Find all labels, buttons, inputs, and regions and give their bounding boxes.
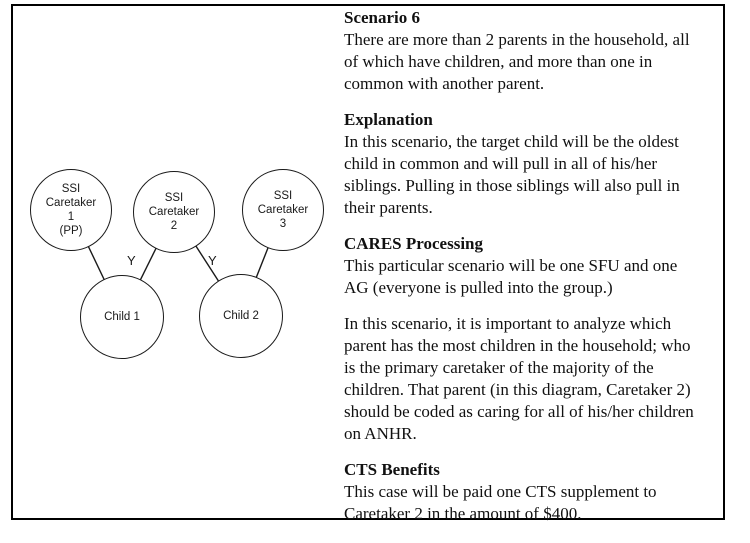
section-paragraph: In this scenario, it is important to ana… — [344, 314, 694, 443]
section-scenario-6: Scenario 6 There are more than 2 parents… — [344, 7, 728, 95]
node-child-1: Child 1 — [80, 275, 164, 359]
section-paragraph: There are more than 2 parents in the hou… — [344, 30, 690, 93]
node-ssi-caretaker-2: SSI Caretaker 2 — [133, 171, 215, 253]
node-label-line: 2 — [170, 220, 178, 232]
node-child-2: Child 2 — [199, 274, 283, 358]
section-paragraph: This case will be paid one CTS supplemen… — [344, 482, 657, 523]
node-label-line: SSI — [273, 190, 293, 202]
node-ssi-caretaker-3: SSI Caretaker 3 — [242, 169, 324, 251]
node-label-line: Child 2 — [223, 310, 259, 322]
section-paragraph: In this scenario, the target child will … — [344, 132, 680, 217]
section-cts-benefits: CTS Benefits This case will be paid one … — [344, 459, 728, 525]
node-label-line: 3 — [279, 218, 287, 230]
page-border — [11, 4, 725, 520]
node-label-line: Child 1 — [104, 311, 140, 323]
node-label-line: (PP) — [59, 225, 83, 237]
node-label-line: Caretaker — [45, 197, 97, 209]
node-label-line: Caretaker — [257, 204, 309, 216]
node-label-line: SSI — [164, 192, 184, 204]
node-ssi-caretaker-1: SSI Caretaker 1 (PP) — [30, 169, 112, 251]
section-heading: Scenario 6 — [344, 8, 421, 27]
section-heading: Explanation — [344, 110, 433, 129]
section-heading: CTS Benefits — [344, 460, 440, 479]
text-panel: Scenario 6 There are more than 2 parents… — [344, 7, 728, 525]
section-explanation: Explanation In this scenario, the target… — [344, 109, 728, 219]
edge-label-y-1: Y — [127, 253, 136, 268]
node-label-line: SSI — [61, 183, 81, 195]
node-label-line: 1 — [67, 211, 75, 223]
node-label-line: Caretaker — [148, 206, 200, 218]
section-heading: CARES Processing — [344, 234, 483, 253]
section-paragraph: This particular scenario will be one SFU… — [344, 256, 678, 297]
edge-label-y-2: Y — [208, 253, 217, 268]
section-cares-processing: CARES Processing This particular scenari… — [344, 233, 728, 445]
